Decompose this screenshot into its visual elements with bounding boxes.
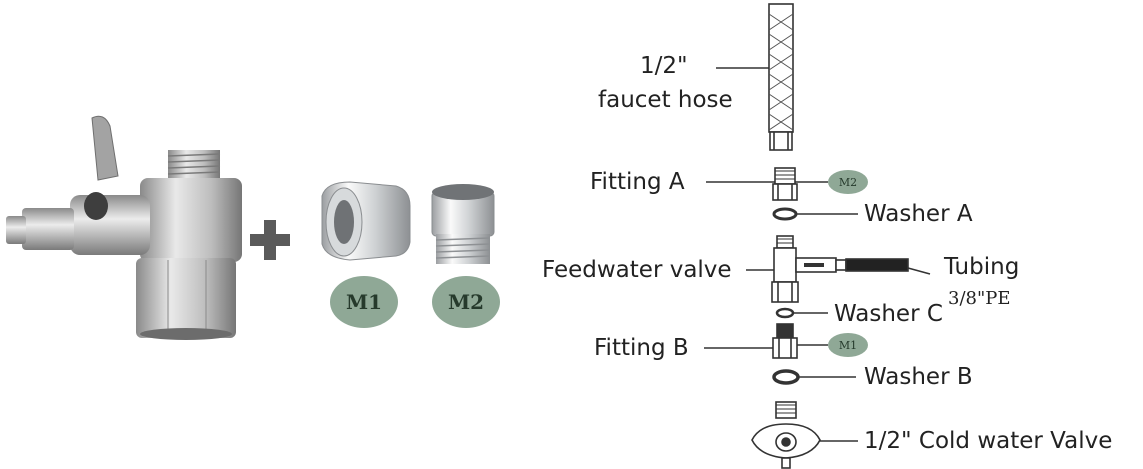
badge-m2-small: M2 — [838, 175, 858, 189]
washer-c-part — [775, 307, 795, 319]
fitting-b-part — [772, 323, 798, 359]
badge-m1-small: M1 — [838, 338, 858, 352]
cold-water-valve-part — [751, 401, 821, 469]
valve-compression-nut — [22, 208, 74, 250]
tee-valve-icon — [6, 115, 242, 340]
washer-b-part — [772, 369, 800, 385]
hose-size-label: 1/2" — [640, 53, 688, 79]
plus-icon — [250, 220, 290, 260]
tubing-part — [845, 258, 909, 272]
tubing-leader — [907, 267, 931, 275]
exploded-diagram — [704, 3, 931, 469]
fitting-adapter-icon — [431, 184, 495, 264]
fitting-a-part — [772, 167, 798, 201]
washer-a-part — [772, 207, 798, 221]
feedwater-valve-label: Feedwater valve — [542, 257, 732, 283]
cold-water-valve-label: 1/2" Cold water Valve — [864, 428, 1113, 454]
faucet-hose — [768, 3, 794, 151]
washer-a-label: Washer A — [864, 201, 973, 227]
valve-handle-hole — [84, 192, 108, 220]
fitting-a-label: Fitting A — [590, 169, 685, 195]
valve-lower-hex — [136, 258, 236, 338]
tubing-label: Tubing — [944, 254, 1020, 280]
fitting-b-label: Fitting B — [594, 335, 689, 361]
hose-name-label: faucet hose — [598, 87, 733, 113]
valve-side-arm — [70, 195, 150, 255]
valve-handle — [91, 115, 119, 181]
valve-upper-body — [140, 178, 242, 262]
washer-b-label: Washer B — [864, 364, 973, 390]
feedwater-valve-part — [771, 235, 847, 303]
washer-c-label: Washer C — [834, 301, 943, 327]
valve-compression-sleeve — [6, 216, 26, 244]
badge-m2: M2 — [447, 290, 485, 314]
fitting-adapter-icon — [321, 181, 411, 261]
product-photo — [6, 115, 500, 340]
badge-m1: M1 — [345, 290, 383, 314]
tubing-spec-label: 3/8"PE — [948, 288, 1011, 309]
